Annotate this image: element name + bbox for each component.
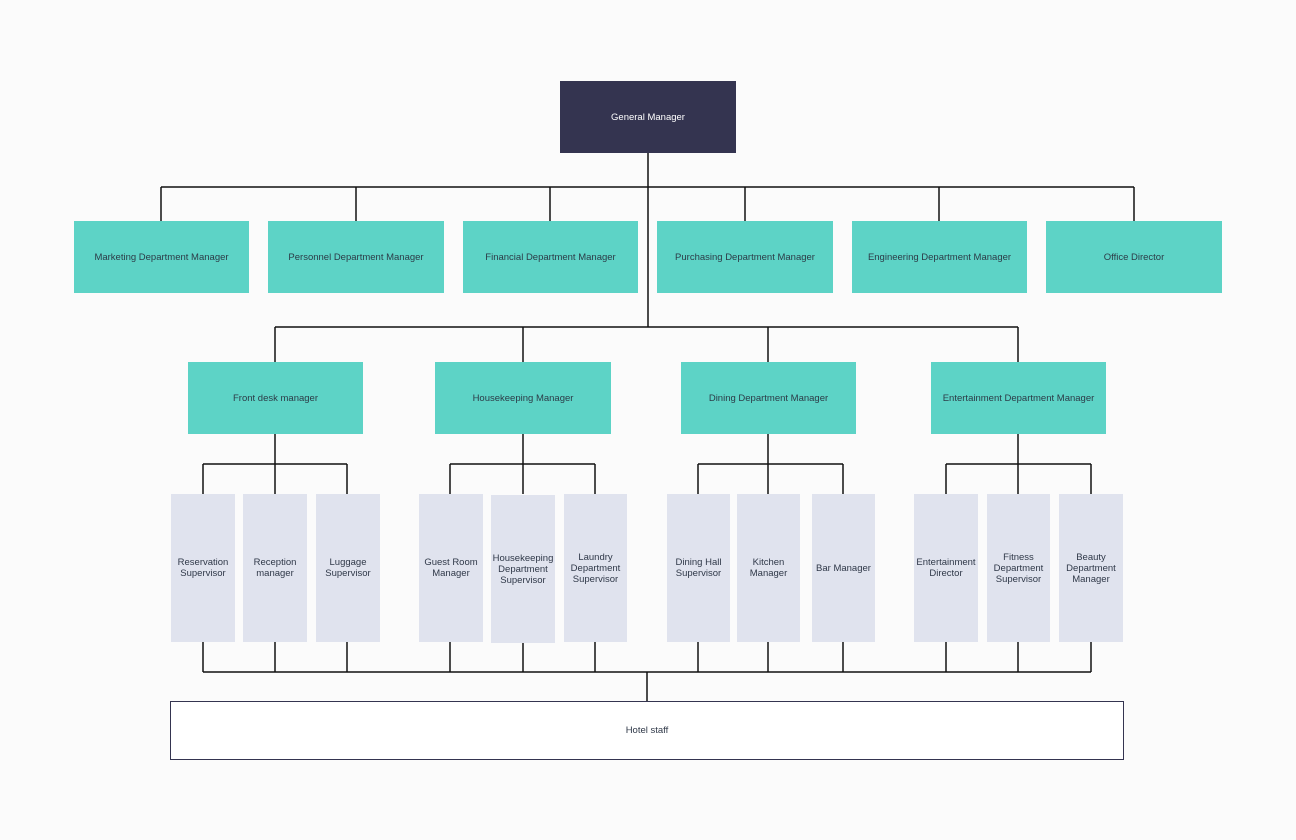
reception-manager-box: Reception manager <box>243 494 307 642</box>
node-label: Fitness Department Supervisor <box>993 551 1044 585</box>
engineering-department-manager-box: Engineering Department Manager <box>852 221 1027 293</box>
guest-room-manager-box: Guest Room Manager <box>419 494 483 642</box>
entertainment-department-manager-box: Entertainment Department Manager <box>931 362 1106 434</box>
hotel-staff-label: Hotel staff <box>625 725 669 736</box>
dining-department-manager-box: Dining Department Manager <box>681 362 856 434</box>
housekeeping-manager-box: Housekeeping Manager <box>435 362 611 434</box>
housekeeping-department-supervisor-box: Housekeeping Department Supervisor <box>491 495 555 643</box>
luggage-supervisor-box: Luggage Supervisor <box>316 494 380 642</box>
node-label: Laundry Department Supervisor <box>570 551 621 585</box>
node-label: Purchasing Department Manager <box>675 251 815 263</box>
node-label: Office Director <box>1103 251 1165 263</box>
general-manager-box: General Manager <box>560 81 736 153</box>
node-label: Dining Hall Supervisor <box>675 557 722 579</box>
node-label: Housekeeping Manager <box>472 392 574 404</box>
node-label: Bar Manager <box>816 562 871 574</box>
fitness-department-supervisor-box: Fitness Department Supervisor <box>987 494 1050 642</box>
node-label: Marketing Department Manager <box>94 251 229 263</box>
node-label: Engineering Department Manager <box>867 251 1012 263</box>
beauty-department-manager-box: Beauty Department Manager <box>1059 494 1123 642</box>
node-label: Kitchen Manager <box>749 557 788 579</box>
node-label: Entertainment Department Manager <box>942 392 1095 404</box>
kitchen-manager-box: Kitchen Manager <box>737 494 800 642</box>
node-label: Guest Room Manager <box>424 557 478 579</box>
node-label: Reception manager <box>253 557 297 579</box>
general-manager-label: General Manager <box>611 111 685 123</box>
node-label: Beauty Department Manager <box>1066 551 1116 585</box>
node-label: Financial Department Manager <box>485 251 616 263</box>
financial-department-manager-box: Financial Department Manager <box>463 221 638 293</box>
office-director-box: Office Director <box>1046 221 1222 293</box>
entertainment-director-box: Entertainment Director <box>914 494 978 642</box>
laundry-department-supervisor-box: Laundry Department Supervisor <box>564 494 627 642</box>
node-label: Luggage Supervisor <box>325 557 371 579</box>
node-label: Entertainment Director <box>916 557 976 579</box>
dining-hall-supervisor-box: Dining Hall Supervisor <box>667 494 730 642</box>
personnel-department-manager-box: Personnel Department Manager <box>268 221 444 293</box>
node-label: Dining Department Manager <box>708 392 829 404</box>
front-desk-manager-box: Front desk manager <box>188 362 363 434</box>
node-label: Front desk manager <box>232 392 318 404</box>
bar-manager-box: Bar Manager <box>812 494 875 642</box>
hotel-staff-box: Hotel staff <box>170 701 1124 760</box>
reservation-supervisor-box: Reservation Supervisor <box>171 494 235 642</box>
marketing-department-manager-box: Marketing Department Manager <box>74 221 249 293</box>
node-label: Reservation Supervisor <box>177 557 229 579</box>
node-label: Housekeeping Department Supervisor <box>492 552 554 586</box>
node-label: Personnel Department Manager <box>288 251 424 263</box>
purchasing-department-manager-box: Purchasing Department Manager <box>657 221 833 293</box>
